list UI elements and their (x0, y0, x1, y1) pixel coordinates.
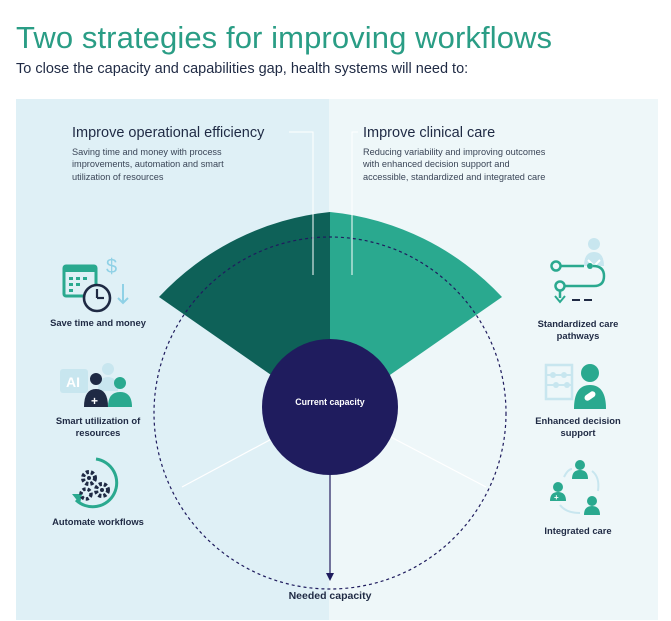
divider-line-right (386, 434, 487, 488)
clinical-care-wedge (330, 212, 502, 377)
needed-capacity-label: Needed capacity (288, 590, 372, 602)
current-capacity-circle (262, 339, 398, 475)
right-strategy-description: Reducing variability and improving outco… (363, 147, 546, 182)
capacity-arrow-head (326, 573, 334, 581)
svg-text:$: $ (106, 256, 117, 278)
svg-text:+: + (554, 493, 559, 502)
left-strategy-description: Saving time and money with process impro… (72, 147, 224, 182)
standardized-pathways-label: Standardized care pathways (537, 318, 619, 341)
smart-utilization-label: Smart utilization of resources (55, 415, 141, 438)
right-strategy-heading: Improve clinical care (363, 125, 496, 141)
clinician-abacus-icon (544, 363, 606, 409)
automate-workflows-label: Automate workflows (52, 516, 144, 527)
ai-clinicians-icon: AI + (60, 363, 132, 408)
gears-cycle-icon (72, 457, 119, 509)
decision-support-label: Enhanced decision support (535, 415, 621, 438)
right-heading-connector (351, 131, 358, 275)
left-strategy-heading: Improve operational efficiency (72, 125, 265, 141)
capacity-diagram (153, 131, 507, 590)
calendar-clock-dollar-icon: $ (62, 256, 129, 313)
integrated-care-label: Integrated care (544, 525, 612, 536)
current-capacity-label: Current capacity (295, 397, 365, 407)
care-pathway-icon (550, 238, 606, 304)
needed-capacity-circle (153, 236, 507, 590)
page-subtitle: To close the capacity and capabilities g… (16, 61, 469, 77)
svg-text:+: + (91, 394, 98, 408)
divider-line-left (181, 434, 280, 488)
svg-text:AI: AI (66, 374, 80, 390)
left-heading-connector (289, 131, 314, 275)
care-team-cycle-icon: + (550, 460, 600, 515)
page-title: Two strategies for improving workflows (16, 20, 553, 55)
save-time-label: Save time and money (50, 317, 146, 328)
diagram-panel: Improve operational efficiency Saving ti… (16, 99, 658, 620)
